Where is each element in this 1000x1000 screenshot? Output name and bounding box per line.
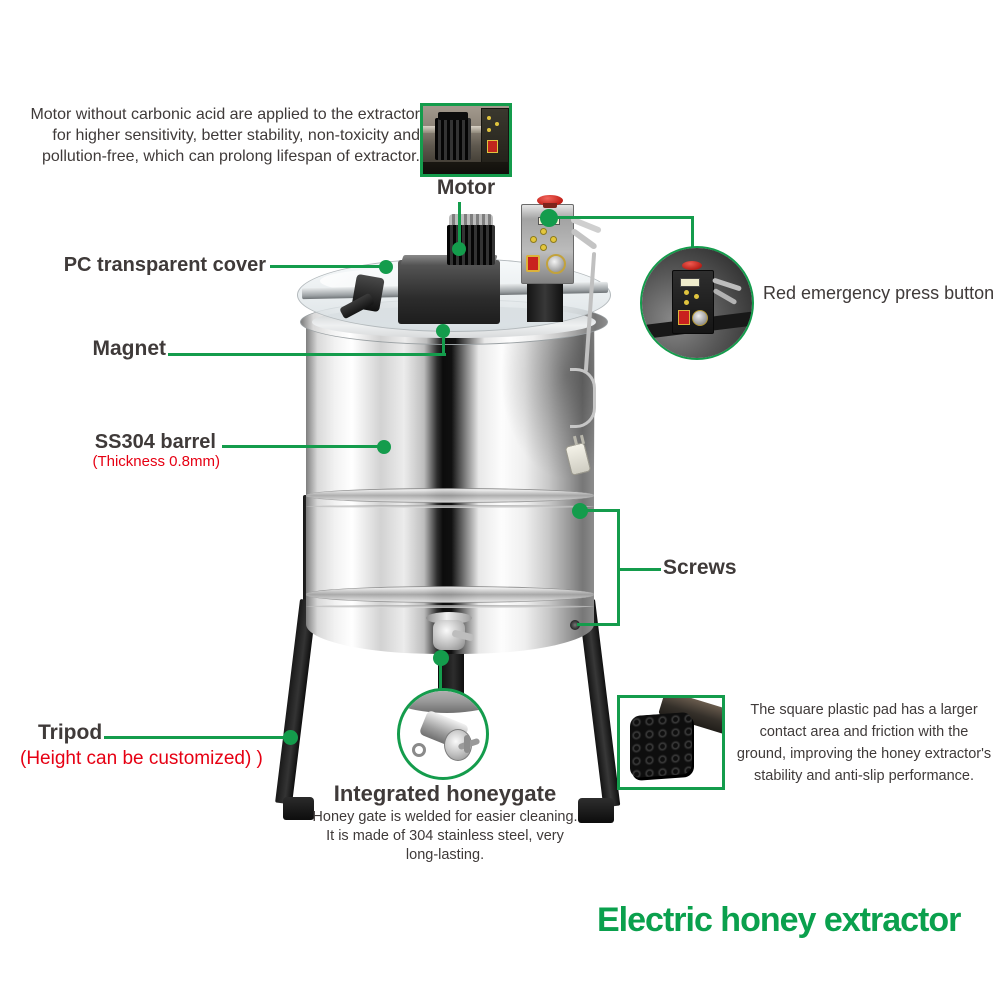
motor-photo-base	[423, 162, 509, 174]
motor-photo-panel-dot1	[487, 116, 491, 120]
screws-callout-line-top	[580, 509, 620, 512]
motor-photo-panel	[481, 108, 509, 166]
motor-label: Motor	[436, 176, 496, 199]
screws-callout-line-v	[617, 509, 620, 626]
control-button-left	[530, 236, 537, 243]
pc-cover-callout-line	[270, 265, 388, 268]
emergency-photo-display	[680, 278, 700, 287]
honeygate-photo-rim	[400, 691, 486, 713]
motor-photo-motor	[435, 118, 471, 160]
control-button-right	[550, 236, 557, 243]
motor-photo-motor-cap	[438, 112, 468, 120]
emergency-button-stem	[543, 203, 557, 208]
barrel-seam-upper-line	[306, 505, 594, 508]
control-button-up	[540, 228, 547, 235]
screws-callout-dot	[572, 503, 588, 519]
speed-knob-graphic	[546, 254, 566, 274]
motor-photo-panel-dot3	[487, 128, 491, 132]
pc-cover-label: PC transparent cover	[63, 254, 266, 276]
control-button-down	[540, 244, 547, 251]
motor-photo-inset	[420, 103, 512, 177]
screws-callout-line-branch	[617, 568, 661, 571]
emergency-callout-line-v	[691, 216, 694, 250]
emergency-callout-dot	[540, 209, 558, 227]
honeygate-photo-clip	[412, 743, 426, 757]
screws-label: Screws	[663, 556, 737, 579]
motor-note: Motor without carbonic acid are applied …	[30, 106, 420, 165]
bracket-screw-bottom	[570, 620, 580, 630]
motor-callout-line	[458, 202, 461, 252]
barrel-seam-upper	[306, 488, 594, 503]
honeygate-label: Integrated honeygate	[333, 781, 557, 806]
emergency-photo-btn1	[684, 290, 689, 295]
emergency-photo-btn3	[684, 300, 689, 305]
tripod-callout-dot	[283, 730, 298, 745]
honeygate-photo-wingnut-2	[464, 735, 470, 753]
magnet-callout-line-h	[168, 353, 446, 356]
barrel-callout-line	[222, 445, 386, 448]
screws-callout-line-bottom	[577, 623, 620, 626]
honeygate-photo-inset	[397, 688, 489, 780]
emergency-button-graphic	[537, 195, 563, 206]
magnet-callout-dot	[436, 324, 450, 338]
left-foot-graphic	[283, 797, 314, 820]
tripod-label: Tripod	[38, 721, 103, 744]
magnet-label: Magnet	[92, 337, 167, 360]
product-title: Electric honey extractor	[597, 901, 961, 939]
barrel-sub-label: (Thickness 0.8mm)	[92, 453, 220, 470]
emergency-callout-line-h	[552, 216, 694, 219]
barrel-callout-dot	[377, 440, 391, 454]
power-cord-loop	[570, 368, 596, 428]
motor-photo-panel-switch	[487, 140, 498, 153]
emergency-photo-red-button	[682, 261, 702, 270]
pad-note: The square plastic pad has a larger cont…	[736, 702, 992, 784]
emergency-photo-btn2	[694, 294, 699, 299]
pad-photo-inset	[617, 695, 725, 790]
honeygate-callout-line	[439, 656, 442, 692]
barrel-seam-lower	[306, 586, 594, 603]
motor-callout-dot	[452, 242, 466, 256]
honeygate-callout-dot	[433, 650, 449, 666]
pc-cover-callout-dot	[379, 260, 393, 274]
gearbox-graphic	[398, 260, 500, 324]
emergency-photo-inset	[640, 246, 754, 360]
tripod-callout-line	[104, 736, 292, 739]
power-switch-graphic	[526, 255, 540, 272]
barrel-seam-lower-line	[306, 605, 594, 608]
pad-photo-pad	[630, 711, 692, 779]
emergency-photo-switch	[678, 310, 690, 325]
emergency-label: Red emergency press button	[763, 283, 995, 303]
right-foot-graphic	[578, 798, 614, 823]
emergency-photo-knob	[692, 310, 708, 326]
barrel-label: SS304 barrel	[94, 431, 216, 453]
tripod-sub-label: (Height can be customized) )	[20, 748, 263, 769]
honeygate-note: Honey gate is welded for easier cleaning…	[312, 809, 578, 863]
magnet-callout-line-v	[442, 331, 445, 356]
motor-photo-panel-dot2	[495, 122, 499, 126]
